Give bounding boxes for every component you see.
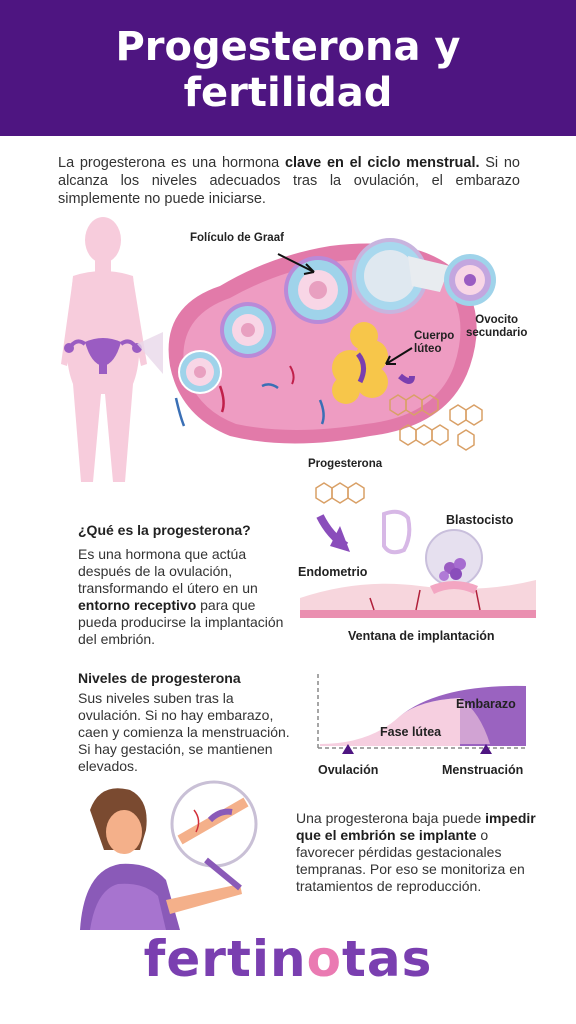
follicle-medium [220,302,276,358]
intro-paragraph: La progesterona es una hormona clave en … [58,154,520,208]
label-endometrium: Endometrio [298,565,368,579]
label-menstruation: Menstruación [442,763,524,777]
intro-text-1: La progesterona es una hormona [58,155,285,171]
label-graafian-follicle: Folículo de Graaf [190,232,284,244]
what-is-text-1: Es una hormona que actúa después de la o… [78,546,258,596]
ovary-illustration [168,238,477,444]
label-oocyte-line2: secundario [466,327,528,339]
menstruation-marker [480,744,492,754]
follicle-small [178,350,222,394]
label-blastocyst: Blastocisto [446,513,514,527]
bottom-bold: impedir que el embrión se implante [296,810,536,843]
title-line-1: Progesterona y [115,24,461,70]
progesterone-molecules [389,394,483,451]
intro-bold: clave en el ciclo menstrual. [284,155,480,171]
logo-o: o [306,930,342,988]
bottom-paragraph: Una progesterona baja puede impedir que … [296,810,536,895]
implantation-illustration [300,509,536,618]
header-banner: Progesterona y fertilidad [0,0,576,136]
label-corpus-line2: lúteo [414,343,442,355]
graafian-follicle [352,238,450,314]
follicle-large [284,256,352,324]
label-implantation-window: Ventana de implantación [348,629,495,643]
page-title: Progesterona y fertilidad [0,0,576,116]
intro-text-2: Si no alcanza los niveles adecuados tras… [58,155,520,207]
ovulation-marker [342,744,354,754]
levels-title: Niveles de progesterona [78,670,241,686]
woman-silhouette-illustration [61,217,163,482]
label-corpus-line1: Cuerpo [414,330,455,342]
title-line-2: fertilidad [183,70,393,116]
what-is-title: ¿Qué es la progesterona? [78,522,251,538]
bottom-text-2: o favorecer pérdidas gestacionales tempr… [296,827,525,894]
oocyte-illustration [444,254,496,306]
progesterone-molecule-2 [315,482,365,504]
blood-test-illustration [80,780,258,930]
label-corpus-luteum: Cuerpo lúteo [414,330,454,356]
fertinotas-logo: fertinotas [0,930,576,988]
label-ovulation: Ovulación [318,763,379,777]
label-pregnancy: Embarazo [456,697,516,711]
logo-text-1: fertin [143,930,307,988]
label-secondary-oocyte: Ovocito secundario [466,314,527,340]
label-luteal-phase: Fase lútea [380,725,442,739]
what-is-text: Es una hormona que actúa después de la o… [78,546,292,648]
what-is-bold: entorno receptivo [78,597,197,613]
label-oocyte-line1: Ovocito [475,314,519,326]
progesterone-level-chart [317,674,526,754]
what-is-text-2: para que pueda producirse la implantació… [78,597,284,647]
levels-text: Sus niveles suben tras la ovulación. Si … [78,690,290,774]
bottom-text-1: Una progesterona baja puede [296,810,486,826]
label-progesterone: Progesterona [308,458,383,470]
logo-text-2: tas [341,930,433,988]
corpus-luteum [332,322,388,404]
